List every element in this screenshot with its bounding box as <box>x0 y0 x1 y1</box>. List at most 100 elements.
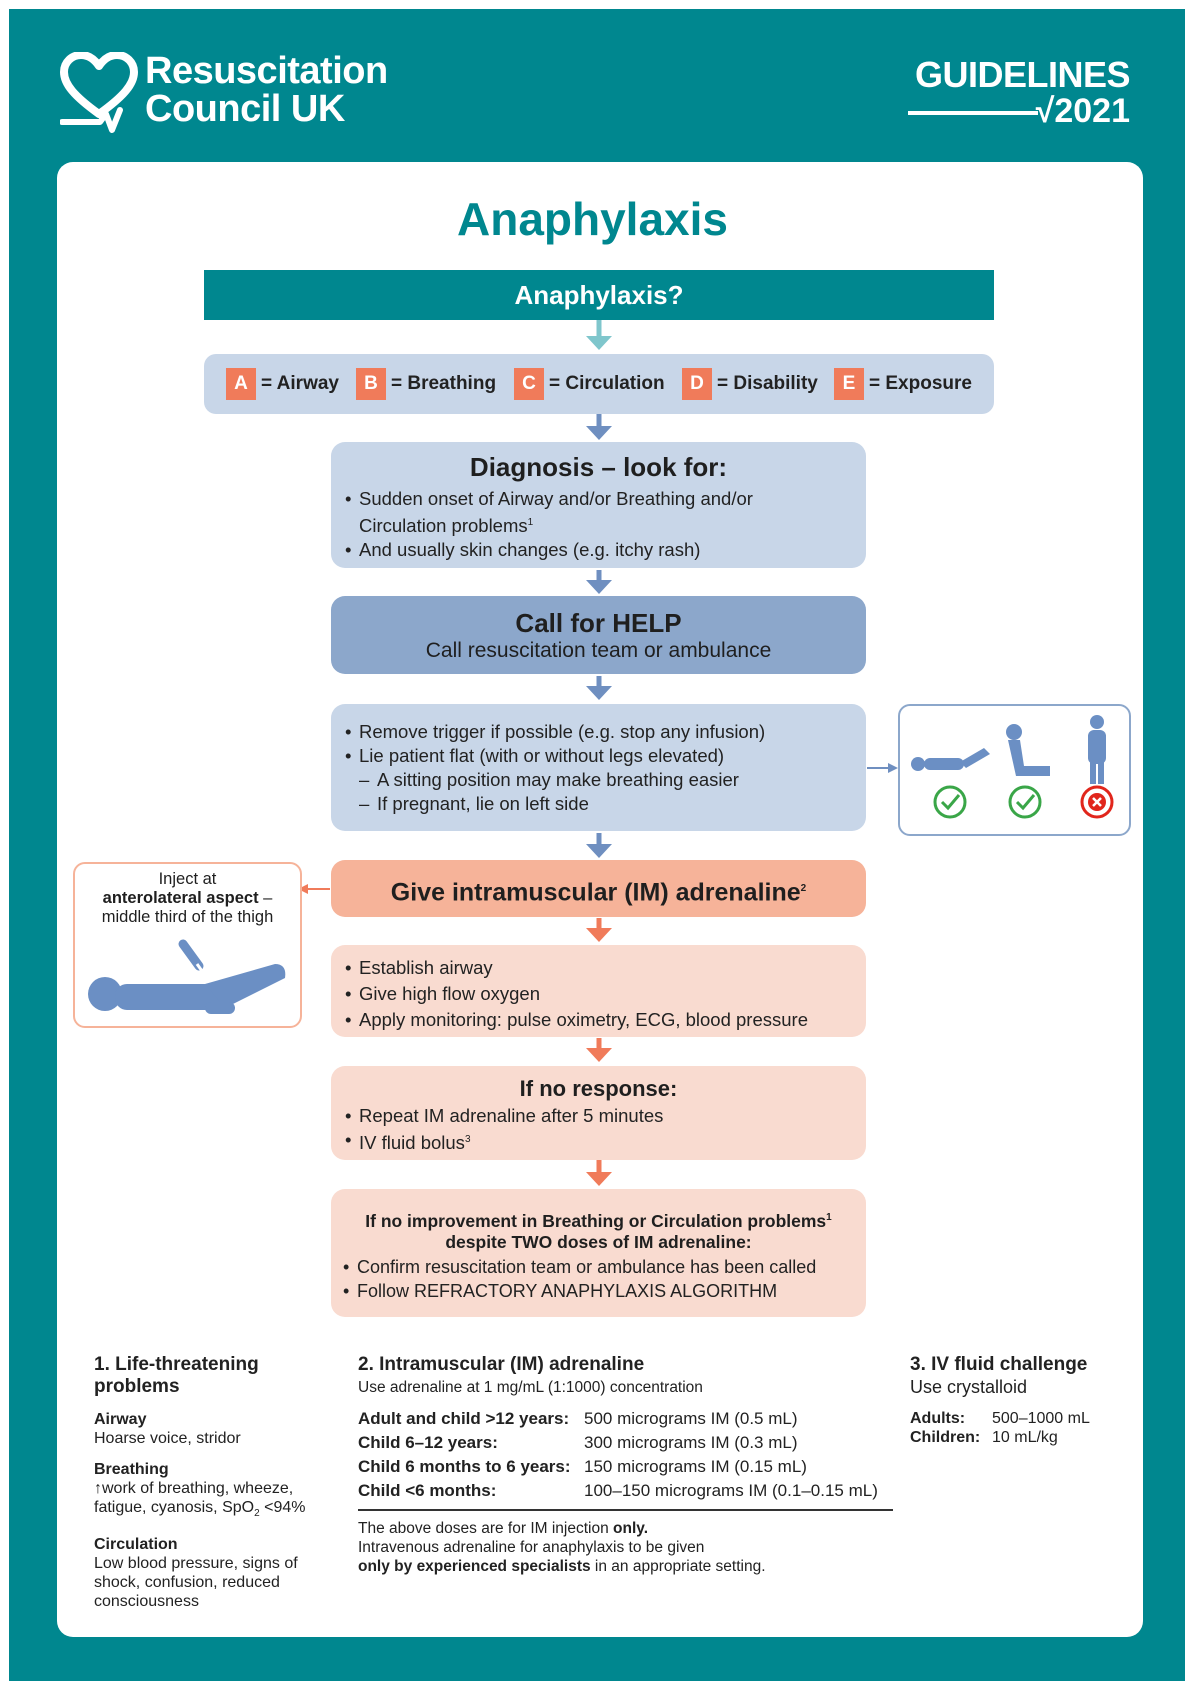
footnote-subtitle: Use adrenaline at 1 mg/mL (1:1000) conce… <box>358 1379 703 1396</box>
diagnosis-heading: Diagnosis – look for: <box>469 452 728 482</box>
abcde-item-breathing: B= Breathing <box>356 368 496 400</box>
call-help-box: Call for HELP Call resuscitation team or… <box>331 596 866 674</box>
org-name-line1: Resuscitation <box>145 50 388 92</box>
arrow-down-icon <box>586 676 612 700</box>
abcde-item-circulation: C= Circulation <box>514 368 665 400</box>
fluid-value: 10 mL/kg <box>992 1429 1058 1446</box>
refractory-item: Confirm resuscitation team or ambulance … <box>341 1255 856 1279</box>
lying-flat-figure-icon <box>911 748 990 771</box>
check-circle-icon <box>1008 785 1042 819</box>
arrow-up-icon: ↑ <box>94 1480 102 1497</box>
dose-value: 150 micrograms IM (0.15 mL) <box>584 1457 807 1476</box>
no-response-item: IV fluid bolus3 <box>343 1128 854 1155</box>
refractory-item: Follow REFRACTORY ANAPHYLAXIS ALGORITHM <box>341 1279 856 1303</box>
abcde-letter: C <box>514 368 544 400</box>
injection-site-panel: Inject at anterolateral aspect – middle … <box>73 862 302 1028</box>
injection-line: anterolateral aspect – <box>75 889 300 908</box>
abcde-label: = Airway <box>261 373 339 394</box>
no-response-heading: If no response: <box>519 1076 678 1101</box>
abcde-item-exposure: E= Exposure <box>834 368 972 400</box>
footnote-heading: 2. Intramuscular (IM) adrenaline <box>358 1354 645 1375</box>
page-title: Anaphylaxis <box>457 193 728 245</box>
dose-row: Adult and child >12 years:500 micrograms… <box>358 1407 918 1431</box>
guidelines-year: √2021 <box>900 94 1130 128</box>
positioning-box: Remove trigger if possible (e.g. stop an… <box>331 704 866 831</box>
no-response-text: IV fluid bolus <box>359 1132 465 1154</box>
org-name-line2: Council UK <box>145 88 345 130</box>
give-adrenaline-box: Give intramuscular (IM) adrenaline2 <box>331 860 866 917</box>
guidelines-badge: GUIDELINES √2021 <box>900 56 1131 128</box>
dose-group: Adult and child >12 years: <box>358 1409 570 1428</box>
diagnosis-item: And usually skin changes (e.g. itchy ras… <box>343 538 854 562</box>
patient-positions-illustration <box>911 715 1114 819</box>
footnote-subheading: Breathing <box>94 1461 169 1478</box>
standing-figure-icon <box>1088 715 1106 784</box>
injection-site-text: Inject at anterolateral aspect – middle … <box>75 864 300 927</box>
heart-ecg-icon <box>60 52 138 133</box>
abcde-label: = Disability <box>717 373 818 394</box>
footnote-text: Low blood pressure, signs of shock, conf… <box>94 1555 298 1611</box>
refractory-heading-text: If no improvement in Breathing or Circul… <box>365 1210 827 1231</box>
footnote-heading: 1. Life-threatening problems <box>94 1354 259 1397</box>
footnote-subtitle: Use crystalloid <box>910 1377 1028 1397</box>
supportive-care-item: Apply monitoring: pulse oximetry, ECG, b… <box>343 1007 854 1033</box>
positioning-subitem: A sitting position may make breathing ea… <box>343 768 854 792</box>
fluid-row: Children:10 mL/kg <box>910 1428 1120 1447</box>
give-adrenaline-heading: Give intramuscular (IM) adrenaline2 <box>390 878 807 907</box>
footnote-text: ↑work of breathing, wheeze,fatigue, cyan… <box>94 1480 306 1520</box>
footnote-life-threatening: 1. Life-threatening problems Airway Hoar… <box>94 1354 329 1611</box>
guidelines-underline <box>908 111 1038 115</box>
diagnosis-text: Circulation problems <box>359 515 528 537</box>
fluid-row: Adults:500–1000 mL <box>910 1409 1120 1428</box>
footnote-text: Hoarse voice, stridor <box>94 1430 241 1447</box>
footnote-subheading: Circulation <box>94 1536 178 1554</box>
dose-note-text: in an appropriate setting. <box>590 1558 766 1575</box>
injection-dash: – <box>258 889 273 907</box>
check-mark-icon: √ <box>1035 92 1055 130</box>
abcde-letter: D <box>682 368 712 400</box>
arrow-left-icon <box>298 884 330 894</box>
dose-note-emphasis: only by experienced specialists <box>358 1558 591 1575</box>
arrow-down-icon <box>586 918 612 942</box>
arrow-down-icon <box>586 414 612 440</box>
refractory-heading-line: despite TWO doses of IM adrenaline: <box>445 1231 752 1252</box>
footnote-iv-fluid: 3. IV fluid challenge Use crystalloid Ad… <box>910 1354 1120 1447</box>
check-circle-icon <box>933 785 967 819</box>
positioning-item: Remove trigger if possible (e.g. stop an… <box>343 720 854 744</box>
abcde-label: = Exposure <box>869 373 972 394</box>
footnote-heading: 3. IV fluid challenge <box>910 1354 1088 1375</box>
call-help-subtitle: Call resuscitation team or ambulance <box>425 639 772 662</box>
abcde-label: = Circulation <box>549 373 665 394</box>
dose-row: Child <6 months: 100–150 micrograms IM (0… <box>358 1479 918 1503</box>
dose-row: Child 6 months to 6 years:150 micrograms… <box>358 1455 918 1479</box>
supportive-care-box: Establish airway Give high flow oxygen A… <box>331 945 866 1037</box>
no-response-item: Repeat IM adrenaline after 5 minutes <box>343 1104 854 1128</box>
refractory-heading: If no improvement in Breathing or Circul… <box>331 1189 866 1253</box>
dose-value: 100–150 micrograms IM (0.1–0.15 mL) <box>584 1481 878 1500</box>
anaphylaxis-question-banner: Anaphylaxis? <box>204 270 994 320</box>
diagnosis-box: Diagnosis – look for: Sudden onset of Ai… <box>331 442 866 568</box>
arrow-down-icon <box>586 1160 612 1186</box>
org-name: Resuscitation Council UK <box>145 52 388 128</box>
dose-note: only by experienced specialists in an ap… <box>358 1557 918 1576</box>
supportive-care-item: Give high flow oxygen <box>343 981 854 1007</box>
footnote-text-part: <94% <box>259 1499 306 1516</box>
diagnosis-item: Sudden onset of Airway and/or Breathing … <box>343 487 854 538</box>
refractory-heading-line: If no improvement in Breathing or Circul… <box>365 1210 832 1231</box>
sitting-figure-icon <box>1006 724 1050 776</box>
positioning-subitem: If pregnant, lie on left side <box>343 792 854 816</box>
supportive-care-item: Establish airway <box>343 955 854 981</box>
abcde-letter: B <box>356 368 386 400</box>
dose-group: Child 6–12 years: <box>358 1433 498 1452</box>
dose-group: Child <6 months: <box>358 1481 497 1500</box>
injection-line: middle third of the thigh <box>101 908 274 926</box>
dose-note: Intravenous adrenaline for anaphylaxis t… <box>358 1539 705 1556</box>
abcde-letter: E <box>834 368 864 400</box>
arrow-right-icon <box>867 763 898 773</box>
abcde-label: = Breathing <box>391 373 497 394</box>
patient-position-panel <box>898 704 1131 836</box>
diagnosis-text: Sudden onset of Airway and/or Breathing … <box>359 488 753 509</box>
arrow-down-icon <box>586 1038 612 1062</box>
footnote-text-part: work of breathing, wheeze, <box>102 1480 294 1497</box>
